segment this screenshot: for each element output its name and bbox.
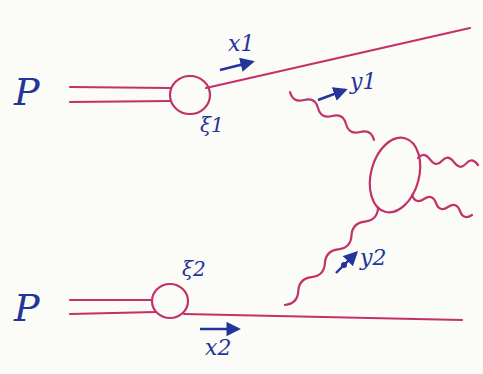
parton-line xyxy=(206,28,470,88)
momentum-label: x2 xyxy=(205,336,231,360)
photon-line xyxy=(418,155,478,167)
proton-blob xyxy=(170,76,210,114)
proton-blob xyxy=(152,284,188,318)
parton-line xyxy=(184,314,462,320)
momentum-arrow xyxy=(336,253,356,273)
blob-label: ξ1 xyxy=(200,114,224,136)
proton-label: P xyxy=(14,72,40,114)
proton-label: P xyxy=(14,288,40,330)
momentum-label: x1 xyxy=(228,32,254,56)
momentum-arrow xyxy=(220,62,252,70)
momentum-arrow xyxy=(200,328,238,330)
momentum-label: y1 xyxy=(350,70,376,94)
proton-line xyxy=(70,312,156,314)
momentum-label: y2 xyxy=(360,246,386,270)
blob-label: ξ2 xyxy=(182,258,206,280)
momentum-arrow xyxy=(318,90,345,100)
proton-line xyxy=(70,87,170,88)
dot xyxy=(341,262,347,268)
proton-line xyxy=(70,299,152,301)
photon-line xyxy=(290,92,374,140)
proton-line xyxy=(70,101,170,102)
photon-line xyxy=(412,195,472,217)
interaction-blob xyxy=(362,132,428,218)
